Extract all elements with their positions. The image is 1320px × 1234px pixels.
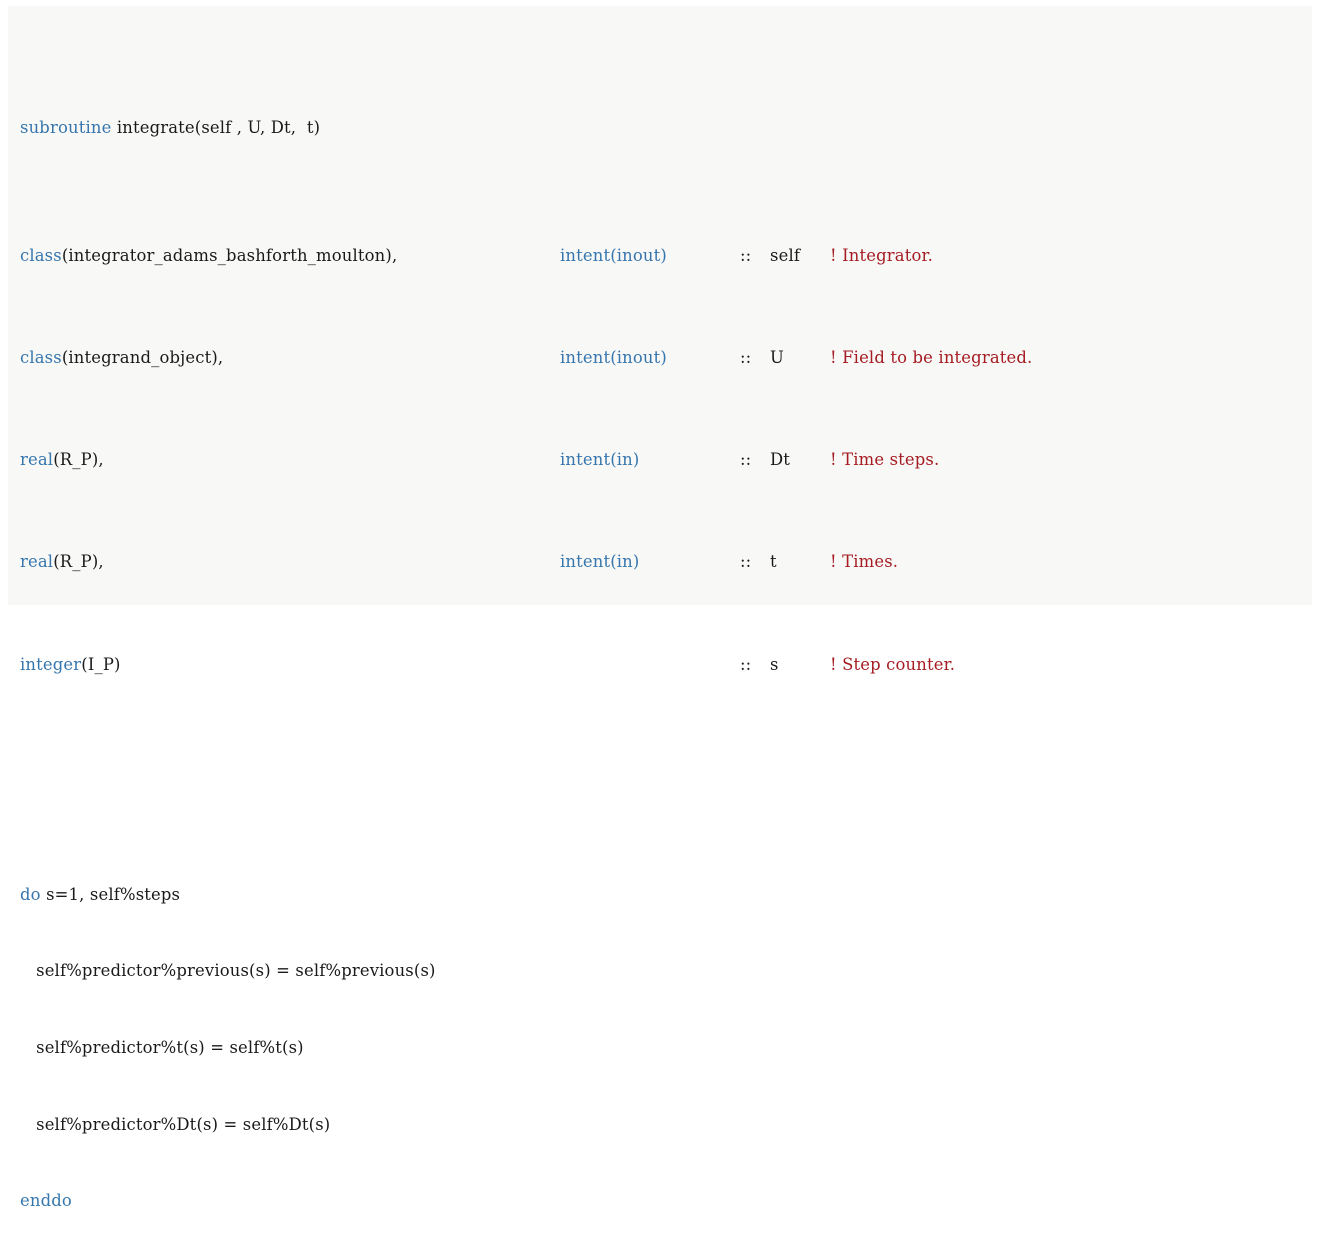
declaration-row: real(R_P), intent(in) :: t ! Times. xyxy=(8,549,1312,575)
line-keyword: enddo xyxy=(20,1191,72,1211)
code-line-signature: subroutine integrate(self , U, Dt, t) xyxy=(8,115,1312,141)
declaration-name: U xyxy=(770,348,784,368)
line-text: self%predictor%Dt(s) = self%Dt(s) xyxy=(20,1114,331,1134)
declaration-name: Dt xyxy=(770,450,791,470)
double-colon: :: xyxy=(740,552,752,572)
code-line: do s=1, self%steps xyxy=(8,882,1312,908)
declaration-comment: ! Field to be integrated. xyxy=(830,348,1033,368)
declaration-comment: ! Time steps. xyxy=(830,450,940,470)
declaration-row: integer(I_P) :: s ! Step counter. xyxy=(8,652,1312,678)
declaration-type: integer(I_P) xyxy=(20,652,121,678)
declaration-comment: ! Times. xyxy=(830,552,899,572)
intent-keyword: intent xyxy=(560,552,611,572)
type-rest: (integrand_object), xyxy=(61,348,224,368)
intent-keyword: intent xyxy=(560,450,611,470)
line-text: self%predictor%previous(s) = self%previo… xyxy=(20,961,436,981)
intent-rest: (in) xyxy=(610,450,640,470)
type-keyword: class xyxy=(20,348,62,368)
intent-rest: (inout) xyxy=(610,348,667,368)
declaration-intent: intent(in) xyxy=(560,549,639,575)
type-rest: (R_P), xyxy=(53,552,104,572)
line-text: s=1, self%steps xyxy=(40,884,181,904)
type-keyword: real xyxy=(20,552,54,572)
declaration-intent: intent(inout) xyxy=(560,243,667,269)
type-rest: (integrator_adams_bashforth_moulton), xyxy=(61,245,398,265)
double-colon: :: xyxy=(740,245,752,265)
declaration-row: real(R_P), intent(in) :: Dt ! Time steps… xyxy=(8,447,1312,473)
intent-rest: (inout) xyxy=(610,245,667,265)
line-text: self%predictor%t(s) = self%t(s) xyxy=(20,1037,304,1057)
declaration-type: class(integrand_object), xyxy=(20,345,223,371)
type-rest: (R_P), xyxy=(53,450,104,470)
intent-keyword: intent xyxy=(560,348,611,368)
declaration-comment: ! Step counter. xyxy=(830,654,956,674)
signature-rest: integrate(self , U, Dt, t) xyxy=(111,118,321,138)
code-body: subroutine integrate(self , U, Dt, t) cl… xyxy=(8,13,1312,1234)
intent-rest: (in) xyxy=(610,552,640,572)
keyword-subroutine: subroutine xyxy=(20,118,112,138)
double-colon: :: xyxy=(740,654,752,674)
declaration-intent: intent(inout) xyxy=(560,345,667,371)
code-line-blank xyxy=(8,779,1312,805)
declaration-name: s xyxy=(770,654,779,674)
declaration-type: class(integrator_adams_bashforth_moulton… xyxy=(20,243,397,269)
declaration-type: real(R_P), xyxy=(20,447,104,473)
double-colon: :: xyxy=(740,450,752,470)
type-rest: (I_P) xyxy=(81,654,121,674)
type-keyword: class xyxy=(20,245,62,265)
line-keyword: do xyxy=(20,884,41,904)
declaration-name: t xyxy=(770,552,777,572)
code-line: self%predictor%Dt(s) = self%Dt(s) xyxy=(8,1112,1312,1138)
code-listing-panel: subroutine integrate(self , U, Dt, t) cl… xyxy=(8,6,1312,1210)
code-line: self%predictor%t(s) = self%t(s) xyxy=(8,1035,1312,1061)
type-keyword: integer xyxy=(20,654,82,674)
type-keyword: real xyxy=(20,450,54,470)
code-line: enddo xyxy=(8,1188,1312,1214)
declaration-comment: ! Integrator. xyxy=(830,245,934,265)
declaration-name: self xyxy=(770,245,801,265)
intent-keyword: intent xyxy=(560,245,611,265)
double-colon: :: xyxy=(740,348,752,368)
declaration-intent: intent(in) xyxy=(560,447,639,473)
code-line: self%predictor%previous(s) = self%previo… xyxy=(8,958,1312,984)
declaration-row: class(integrand_object), intent(inout) :… xyxy=(8,345,1312,371)
declaration-type: real(R_P), xyxy=(20,549,104,575)
declaration-row: class(integrator_adams_bashforth_moulton… xyxy=(8,243,1312,269)
